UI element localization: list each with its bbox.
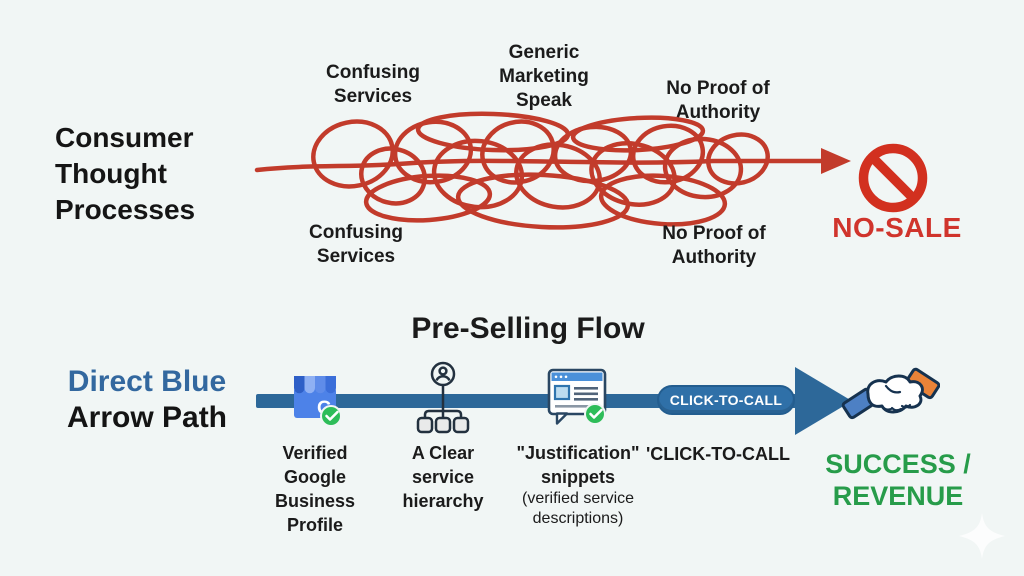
step-label-clear-service-hierarchy: A Clear service hierarchy xyxy=(402,443,484,511)
consumer-section-title: Consumer Thought Processes xyxy=(55,122,196,225)
arrow-path-line: Arrow Path xyxy=(66,401,228,434)
no-sale-prohibition-icon xyxy=(858,143,928,213)
pain-point-label-confusing-services-top: Confusing Services xyxy=(326,62,420,107)
step-label-justification-snippets: "Justification" snippets (verified servi… xyxy=(502,441,654,529)
service-hierarchy-icon xyxy=(416,361,470,434)
justification-snippets-icon xyxy=(547,368,607,425)
sparkle-decoration xyxy=(959,513,1005,559)
step-label-verified-google-business-profile: Verified Google Business Profile xyxy=(274,443,356,535)
scribble-arrowhead xyxy=(821,148,851,174)
direct-blue-line: Direct Blue xyxy=(67,365,227,398)
verified-check-badge xyxy=(320,405,342,427)
google-business-profile-icon: G xyxy=(294,376,342,427)
success-revenue-label: SUCCESS / REVENUE xyxy=(825,449,971,511)
step-label-click-to-call: 'CLICK-TO-CALL xyxy=(646,444,790,464)
blue-arrowhead xyxy=(795,367,852,435)
justification-snippets-main: "Justification" snippets xyxy=(516,443,640,487)
preselling-flow-title: Pre-Selling Flow xyxy=(411,312,645,345)
tangled-thought-scribble xyxy=(254,111,851,230)
direct-blue-arrow-path-label: Direct Blue Arrow Path xyxy=(37,364,257,436)
verified-check-badge xyxy=(584,403,606,425)
pain-point-label-no-proof-of-authority-top: No Proof of Authority xyxy=(666,78,770,123)
pain-point-label-no-proof-of-authority-bottom: No Proof of Authority xyxy=(662,223,766,268)
no-sale-label: NO-SALE xyxy=(832,212,962,243)
pain-point-label-generic-marketing-speak: Generic Marketing Speak xyxy=(499,42,589,111)
pain-point-label-confusing-services-bottom: Confusing Services xyxy=(309,222,403,267)
handshake-icon xyxy=(841,367,940,420)
click-to-call-pill: CLICK-TO-CALL xyxy=(657,385,795,415)
justification-snippets-sub: (verified service descriptions) xyxy=(521,490,635,527)
